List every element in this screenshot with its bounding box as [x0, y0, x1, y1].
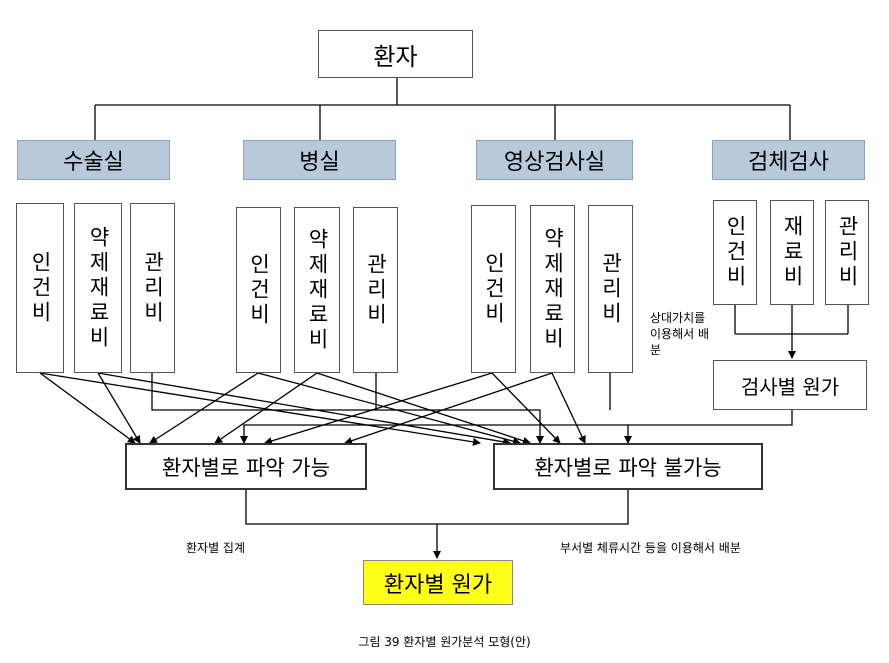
- cost-label: 관리비: [835, 215, 860, 290]
- cost-label: 관리비: [364, 252, 388, 328]
- final-cost-box: 환자별 원가: [363, 560, 513, 605]
- cost-label: 약제재료비: [541, 226, 565, 352]
- cost-label: 인건비: [28, 250, 53, 326]
- patient-label: 환자: [373, 42, 418, 71]
- untraceable-box: 환자별로 파악 불가능: [493, 443, 763, 490]
- dept-box-lab: 검체검사: [712, 140, 865, 180]
- cost-box: 관리비: [130, 203, 175, 373]
- dept-box-imaging: 영상검사실: [476, 140, 633, 180]
- cost-box: 약제재료비: [74, 203, 122, 373]
- cost-label: 인건비: [247, 252, 271, 328]
- cost-box: 인건비: [471, 205, 516, 373]
- allocation-note: 부서별 체류시간 등을 이용해서 배분: [560, 541, 741, 555]
- untraceable-label: 환자별로 파악 불가능: [534, 455, 722, 480]
- figure-caption: 그림 39 환자별 원가분석 모형(안): [358, 635, 531, 649]
- lab-cost-label: 검사별 원가: [740, 374, 840, 399]
- cost-box: 재료비: [770, 200, 814, 305]
- dept-label: 수술실: [63, 150, 124, 175]
- dept-label: 병실: [299, 150, 340, 175]
- cost-label: 약제재료비: [305, 227, 330, 353]
- traceable-box: 환자별로 파악 가능: [125, 443, 367, 490]
- dept-label: 검체검사: [748, 150, 829, 175]
- cost-box: 관리비: [588, 205, 633, 373]
- cost-label: 관리비: [141, 250, 165, 326]
- cost-label: 약제재료비: [86, 225, 111, 351]
- cost-box: 인건비: [713, 200, 757, 305]
- final-cost-label: 환자별 원가: [383, 572, 493, 598]
- dept-box-ward: 병실: [243, 140, 396, 180]
- cost-box: 인건비: [236, 207, 281, 373]
- cost-box: 관리비: [353, 207, 398, 373]
- cost-label: 인건비: [482, 251, 506, 327]
- dept-box-surgery: 수술실: [17, 140, 170, 180]
- patient-aggregate-note: 환자별 집계: [186, 541, 246, 555]
- traceable-label: 환자별로 파악 가능: [162, 455, 330, 480]
- cost-box: 인건비: [16, 203, 64, 373]
- cost-box: 관리비: [825, 200, 869, 305]
- cost-box: 약제재료비: [530, 205, 575, 373]
- cost-label: 재료비: [780, 215, 805, 290]
- cost-box: 약제재료비: [294, 207, 340, 373]
- dept-label: 영상검사실: [503, 150, 606, 175]
- cost-label: 인건비: [723, 215, 748, 290]
- relative-value-note: 상대가치를 이용해서 배 분: [650, 311, 710, 357]
- cost-label: 관리비: [599, 251, 623, 327]
- patient-box: 환자: [318, 30, 473, 78]
- lab-cost-box: 검사별 원가: [713, 360, 867, 410]
